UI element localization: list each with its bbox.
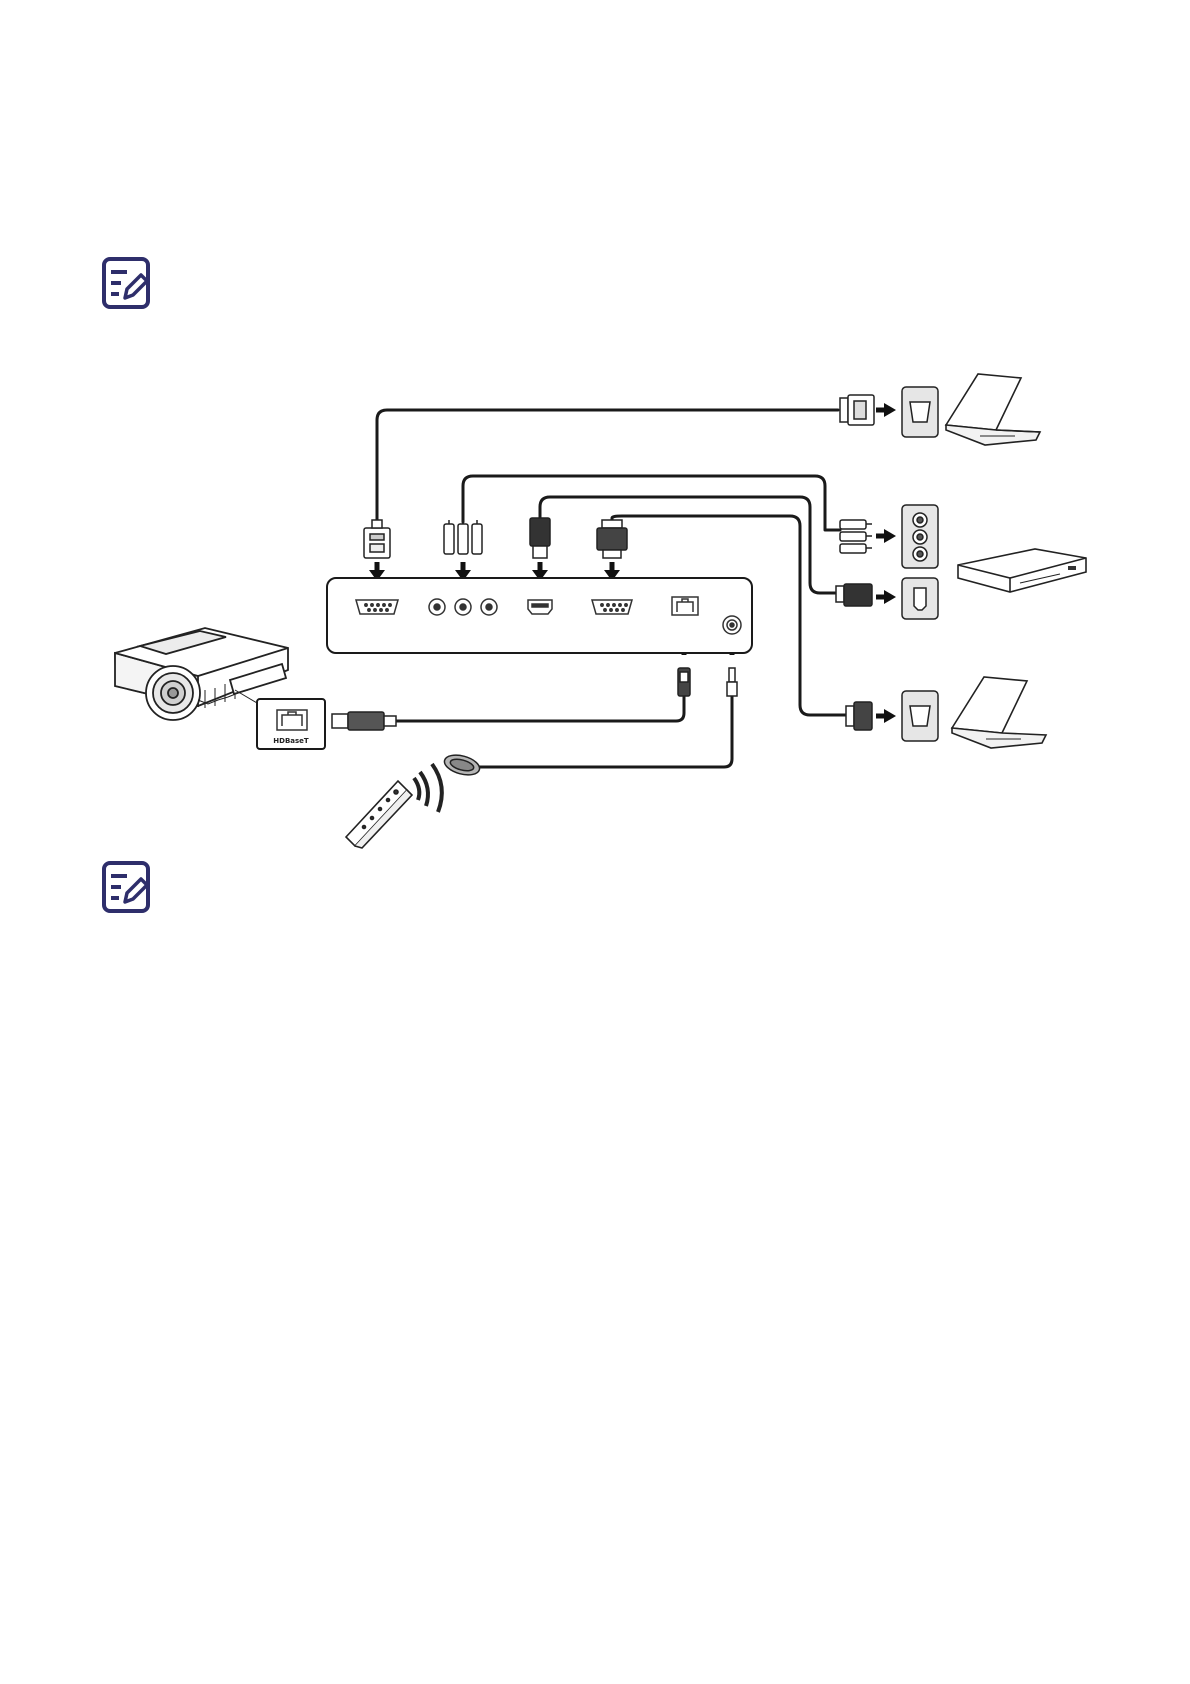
hdmi-port-panel — [902, 578, 938, 619]
laptop-icon — [946, 374, 1040, 445]
ir-jack-plug-icon — [727, 668, 737, 696]
vga-port-icon — [356, 600, 398, 614]
ir-cable — [478, 695, 732, 767]
hdbaset-port-callout: HDBaseT — [257, 699, 325, 749]
vga-cable-top — [377, 410, 838, 520]
component-cable — [463, 476, 840, 530]
lan-port-icon — [672, 597, 698, 615]
component-plug-icon — [444, 520, 482, 554]
hdmi-plug-icon — [530, 518, 550, 558]
hdbaset-cable — [395, 697, 684, 721]
rs232-plug-icon — [597, 520, 627, 558]
dvd-player-icon — [958, 549, 1086, 592]
hdbaset-label: HDBaseT — [273, 737, 309, 745]
rs232-plug-right-icon — [846, 702, 872, 730]
hdmi-plug-right-icon — [836, 584, 872, 606]
vga-port-panel-bottom — [902, 691, 938, 741]
component-ports-icon — [429, 599, 497, 615]
hdmi-port-icon — [528, 600, 552, 614]
laptop-icon — [952, 677, 1046, 748]
vga-plug-icon — [364, 520, 390, 558]
vga-port-panel-top — [902, 387, 938, 437]
ir-port-icon — [723, 616, 741, 634]
arrows-right — [876, 403, 896, 723]
remote-control-icon — [346, 764, 442, 848]
lan-plug-icon — [678, 668, 690, 696]
lan-port-icon — [277, 710, 307, 730]
vga-plug-right-icon — [840, 395, 874, 425]
component-port-panel — [902, 505, 938, 568]
component-plug-right-icon — [840, 520, 872, 553]
projector-rear-panel — [327, 578, 752, 653]
rs232-port-icon — [592, 600, 632, 614]
rj45-plug-icon — [332, 712, 396, 730]
ir-receiver-icon — [442, 752, 481, 779]
